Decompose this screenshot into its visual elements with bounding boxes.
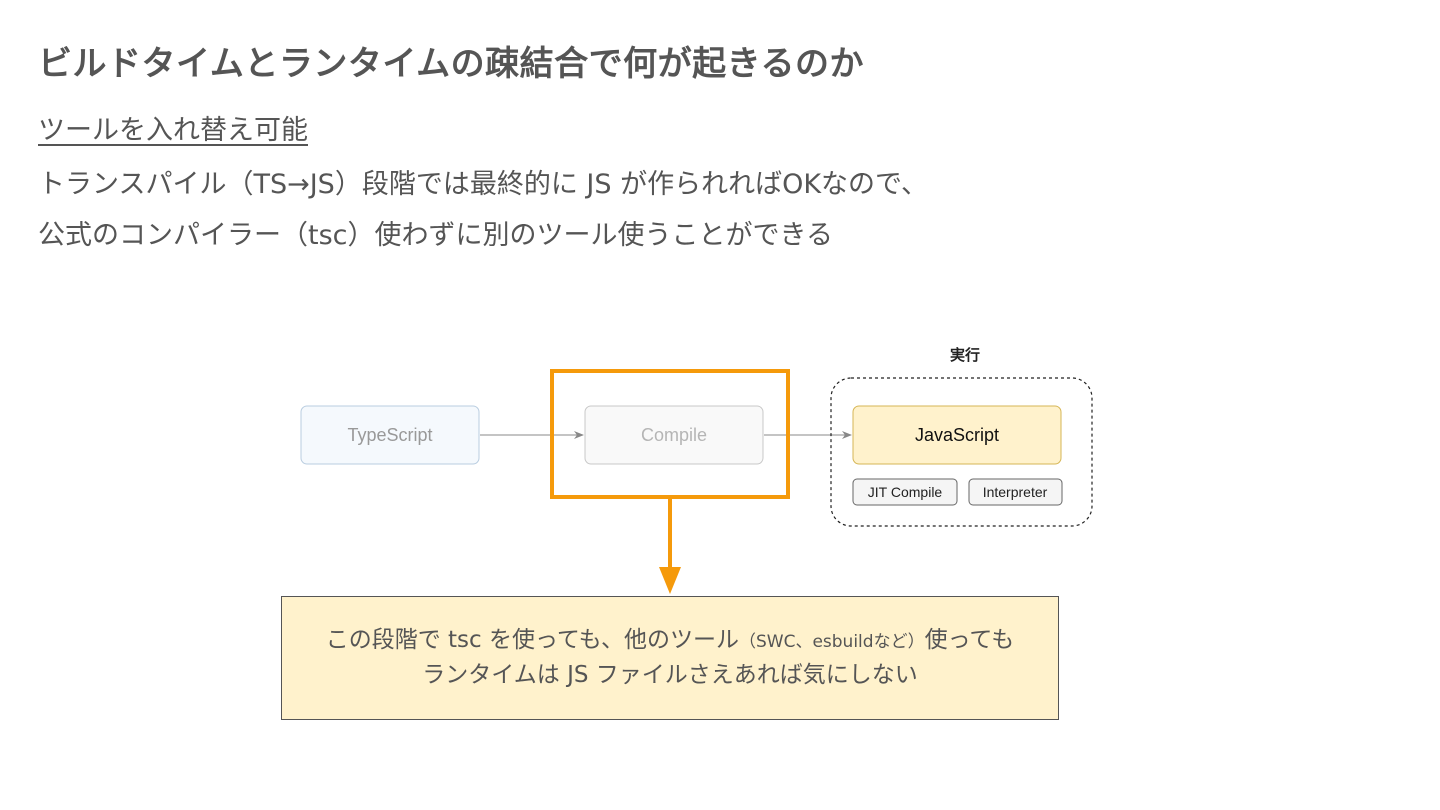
jit-compile-node: JIT Compile [852,478,958,506]
interpreter-node: Interpreter [968,478,1063,506]
note-line-1: この段階で tsc を使っても、他のツール（SWC、esbuildなど）使っても [326,624,1015,659]
note-line-2: ランタイムは JS ファイルさえあれば気にしない [422,662,918,688]
javascript-node: JavaScript [852,405,1062,465]
interpreter-label: Interpreter [983,484,1048,500]
compile-node: Compile [584,405,764,465]
highlight-arrow [659,497,681,594]
slide-subtitle: ツールを入れ替え可能 [38,115,308,146]
body-line-1: トランスパイル（TS→JS）段階では最終的に JS が作られればOKなので、 [38,169,928,200]
typescript-label: TypeScript [347,425,432,445]
note-line-1-tools: （SWC、esbuildなど） [738,632,925,652]
jit-compile-label: JIT Compile [868,484,943,500]
compile-label: Compile [641,425,707,445]
runtime-group-label: 実行 [950,346,980,364]
slide-title: ビルドタイムとランタイムの疎結合で何が起きるのか [38,44,864,84]
runtime-group [830,377,1093,527]
body-line-2: 公式のコンパイラー（tsc）使わずに別のツール使うことができる [38,220,833,251]
note-line-1-prefix: この段階で tsc を使っても、他のツール [325,627,739,653]
javascript-label: JavaScript [915,425,999,445]
typescript-node: TypeScript [300,405,480,465]
note-line-1-suffix: 使っても [924,627,1015,653]
note-box: この段階で tsc を使っても、他のツール（SWC、esbuildなど）使っても… [281,596,1059,720]
